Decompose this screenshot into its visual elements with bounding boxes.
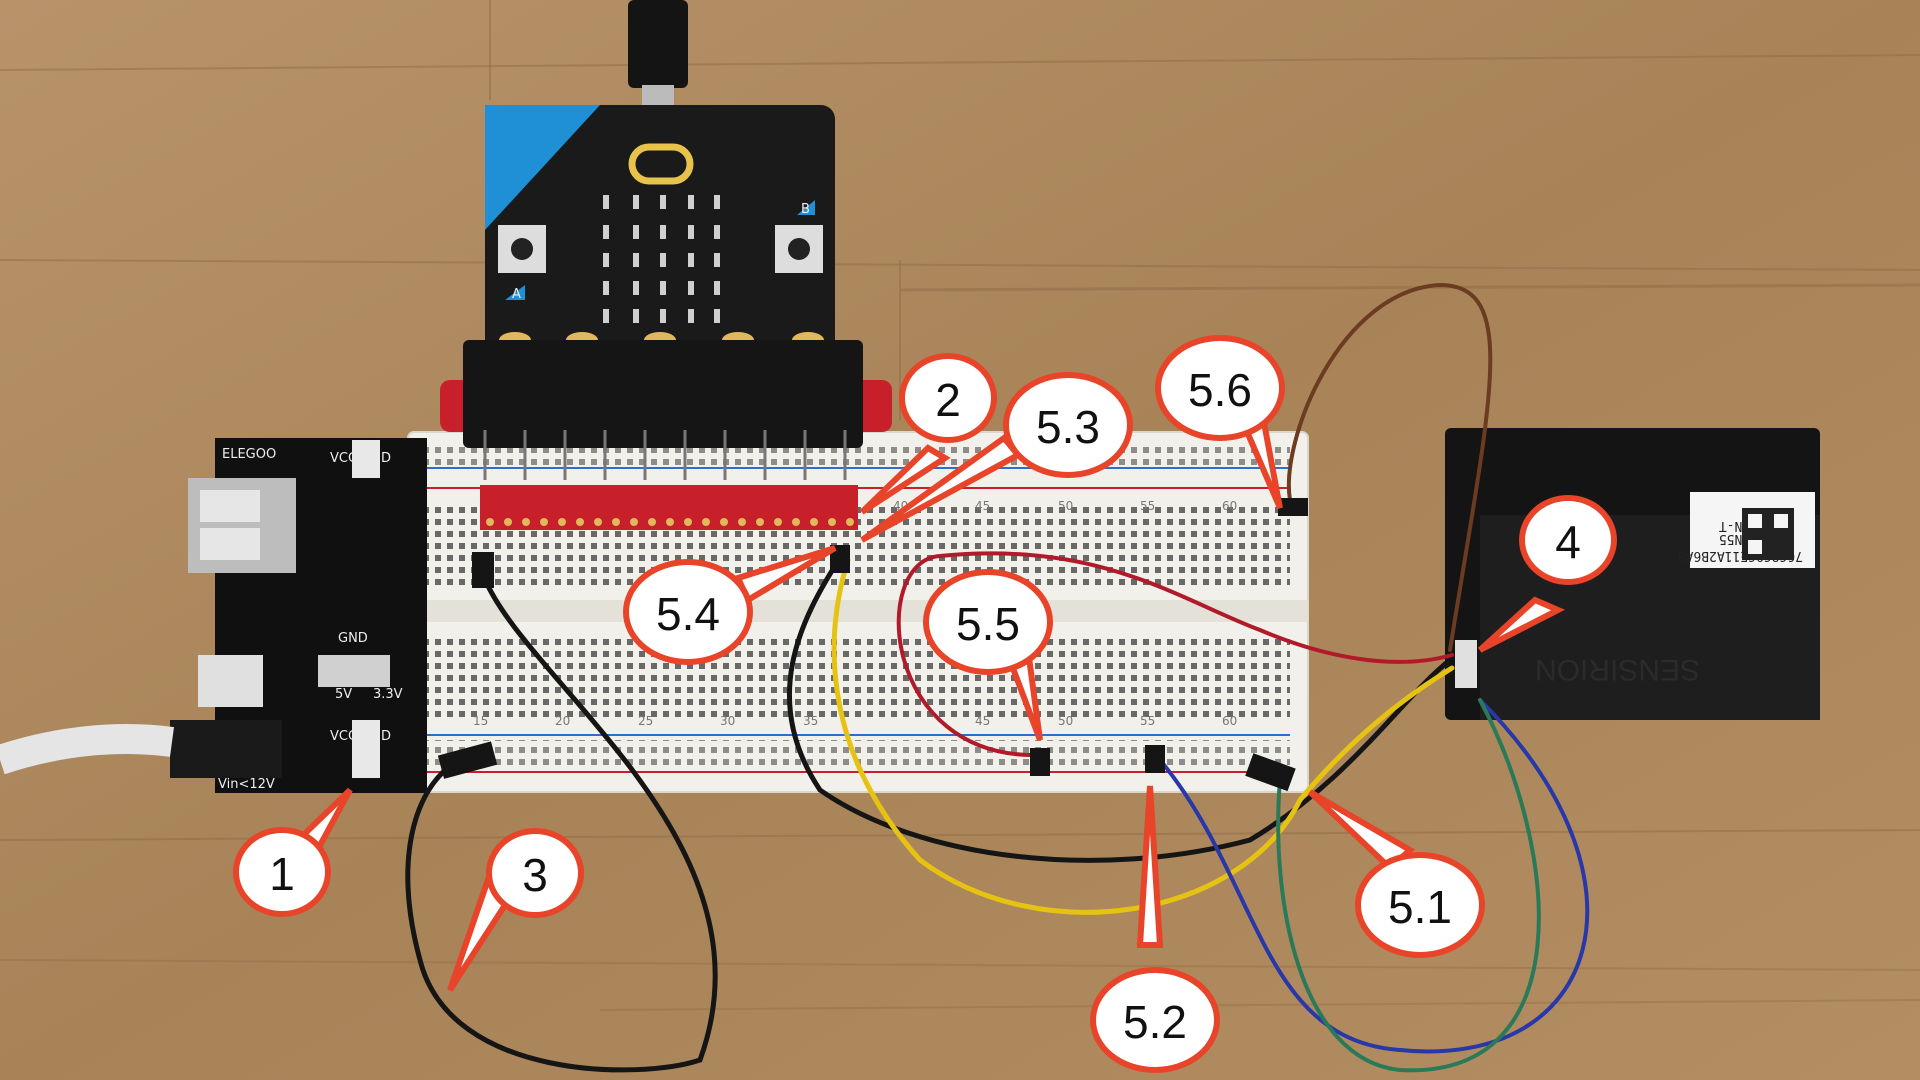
svg-text:45: 45 (975, 499, 990, 513)
jumper-wires (405, 282, 1590, 1073)
svg-text:30: 30 (720, 714, 735, 728)
svg-text:SENSIRION: SENSIRION (1535, 653, 1700, 686)
svg-text:5V: 5V (335, 687, 352, 702)
svg-text:3: 3 (522, 849, 548, 901)
callout-5-1: 5.1 (1355, 852, 1485, 958)
sen55-sensor: 76C8C9CE11A2B6A8 SEN55 SDN-T SENSIRION (1445, 428, 1820, 720)
svg-text:15: 15 (473, 714, 488, 728)
edge-connector-breakout (440, 340, 892, 530)
svg-text:55: 55 (1140, 499, 1155, 513)
svg-text:A: A (512, 287, 521, 302)
svg-text:45: 45 (975, 714, 990, 728)
callout-5-5: 5.5 (923, 569, 1053, 675)
callout-2: 2 (899, 353, 997, 443)
callout-3: 3 (486, 828, 584, 918)
wire-yellow (831, 557, 1455, 915)
svg-text:5.4: 5.4 (656, 588, 720, 640)
svg-text:35: 35 (803, 714, 818, 728)
svg-text:Vin<12V: Vin<12V (218, 777, 275, 792)
svg-text:4: 4 (1555, 516, 1581, 568)
svg-text:3.3V: 3.3V (373, 687, 403, 702)
button-a: A (498, 225, 546, 302)
svg-text:50: 50 (1058, 499, 1073, 513)
dc-power-cable (0, 724, 174, 775)
power-supply-module: ELEGOO VCC GND VCC GND GND 5V 3.3V Vin<1… (170, 438, 427, 793)
svg-text:1: 1 (269, 848, 295, 900)
callout-5-2: 5.2 (1090, 967, 1220, 1073)
wire-green (1276, 698, 1541, 1073)
svg-text:5.6: 5.6 (1188, 364, 1252, 416)
callout-1: 1 (233, 827, 331, 917)
button-b: B (775, 200, 823, 273)
svg-text:B: B (801, 202, 810, 217)
callout-5-4: 5.4 (623, 559, 753, 665)
svg-text:50: 50 (1058, 714, 1073, 728)
svg-text:60: 60 (1222, 714, 1237, 728)
wire-brown (1286, 282, 1493, 652)
wire-blue (1158, 698, 1590, 1054)
svg-text:5.1: 5.1 (1388, 881, 1452, 933)
svg-text:2: 2 (935, 374, 961, 426)
microbit-board: A B (485, 105, 835, 405)
svg-text:55: 55 (1140, 714, 1155, 728)
svg-text:5.5: 5.5 (956, 598, 1020, 650)
callout-5-6: 5.6 (1155, 335, 1285, 441)
wire-black-3 (405, 569, 718, 1073)
svg-text:5.2: 5.2 (1123, 996, 1187, 1048)
svg-text:20: 20 (555, 714, 570, 728)
led-matrix (603, 195, 720, 323)
wire-black (786, 555, 1453, 863)
svg-text:ELEGOO: ELEGOO (222, 447, 276, 462)
callout-4: 4 (1519, 495, 1617, 585)
svg-text:GND: GND (338, 631, 368, 646)
usb-cable (628, 0, 688, 107)
svg-text:60: 60 (1222, 499, 1237, 513)
svg-text:25: 25 (638, 714, 653, 728)
svg-text:5.3: 5.3 (1036, 401, 1100, 453)
wire-red-long (896, 551, 1454, 758)
callout-5-3: 5.3 (1003, 372, 1133, 478)
